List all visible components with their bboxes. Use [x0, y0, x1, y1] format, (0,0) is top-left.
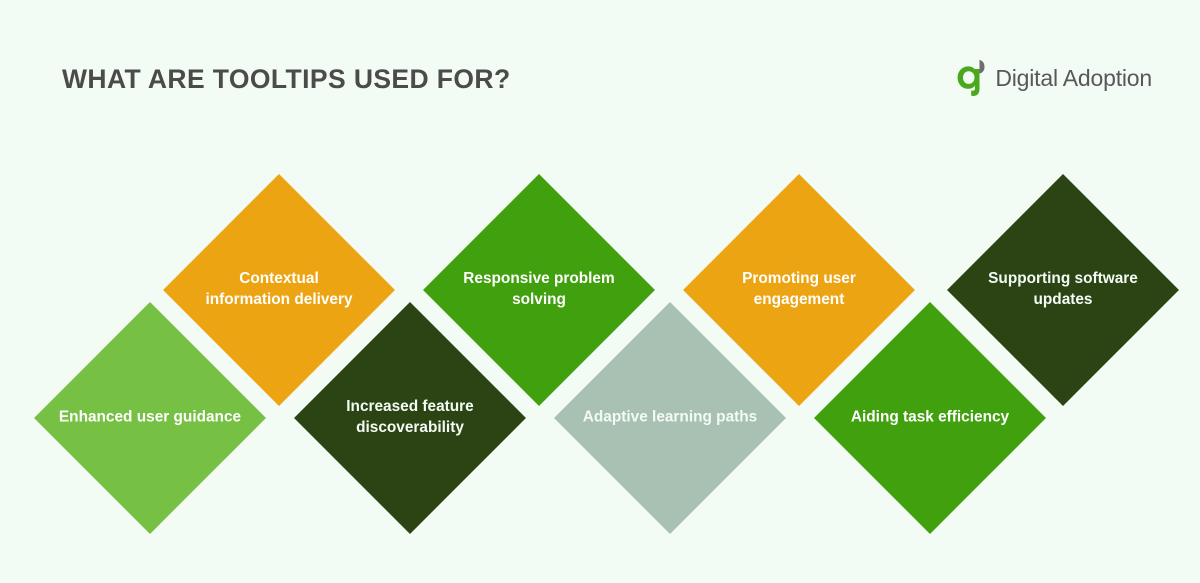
diamond-label: Enhanced user guidance [58, 408, 242, 426]
diamond-label: Contextual information delivery [205, 270, 353, 308]
diamond-label: Adaptive learning paths [582, 408, 758, 426]
diamond-label: Supporting software updates [988, 270, 1138, 308]
brand-logo: Digital Adoption [956, 58, 1152, 98]
diamond-label: Promoting user engagement [742, 270, 856, 308]
diamond-label: Increased feature discoverability [346, 398, 474, 436]
page-title: WHAT ARE TOOLTIPS USED FOR? [62, 64, 511, 94]
diamond-label: Aiding task efficiency [850, 408, 1010, 426]
diamond-label: Responsive problem solving [463, 270, 615, 308]
digital-adoption-a-mark-icon [956, 59, 990, 97]
logo-wordmark: Digital Adoption [995, 64, 1152, 91]
header: WHAT ARE TOOLTIPS USED FOR? Digital Adop… [0, 0, 1200, 140]
